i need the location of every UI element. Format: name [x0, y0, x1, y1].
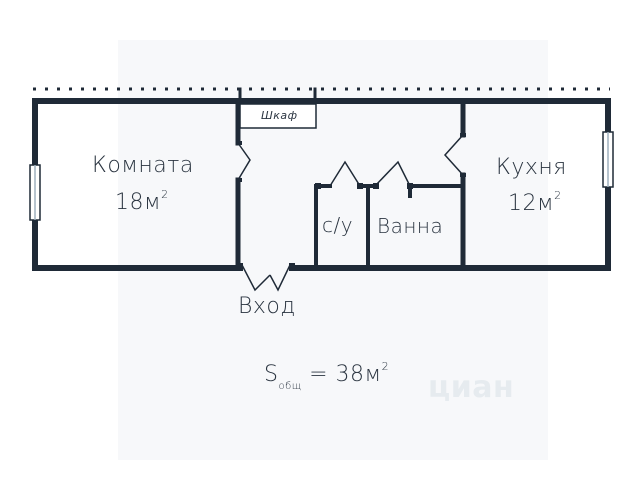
- windows: [29, 131, 614, 221]
- total-area: Sобщ = 38м2: [264, 360, 390, 392]
- room-area-komnata: 18м2: [115, 188, 169, 215]
- kitchen-door: [443, 134, 464, 176]
- watermark-logo: циан: [428, 370, 515, 405]
- room-door: [237, 142, 251, 181]
- entrance-label: Вход: [238, 294, 296, 319]
- wardrobe-label: Шкаф: [261, 109, 298, 122]
- background-panel: [118, 40, 548, 460]
- doors: [237, 134, 464, 292]
- room-name-kukhnya: Кухня: [496, 155, 567, 180]
- room-name-komnata: Комната: [92, 153, 194, 178]
- room-name-su: с/у: [322, 213, 354, 237]
- vanna-door: [374, 160, 411, 187]
- entrance-door-right: [269, 264, 291, 292]
- room-name-vanna: Ванна: [377, 214, 444, 238]
- entrance-door-left: [241, 264, 271, 292]
- wardrobe-outline: [239, 103, 317, 129]
- su-door: [329, 160, 361, 187]
- door-jambs: [236, 133, 466, 271]
- room-area-kukhnya: 12м2: [508, 189, 562, 216]
- walls: [32, 87, 611, 271]
